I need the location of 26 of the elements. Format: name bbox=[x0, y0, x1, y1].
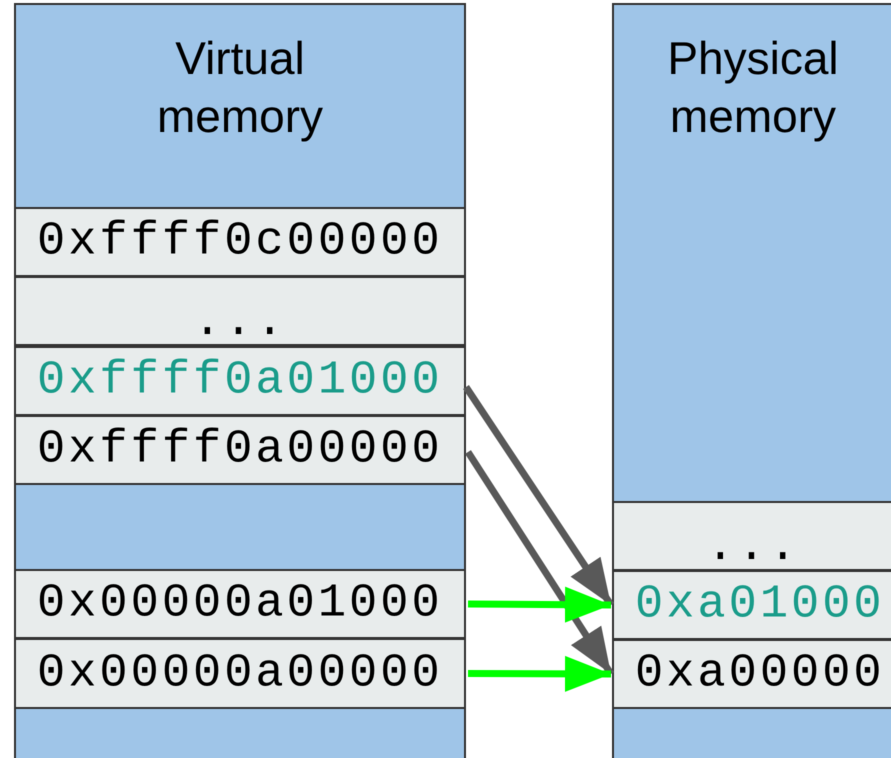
memory-row bbox=[14, 569, 466, 639]
arrow bbox=[468, 586, 612, 623]
column-heading: Physical memory bbox=[667, 31, 839, 144]
memory-row bbox=[612, 639, 891, 709]
memory-address: 0xffff0a00000 bbox=[37, 426, 443, 474]
memory-address: 0x00000a01000 bbox=[37, 580, 443, 628]
ellipsis: ... bbox=[192, 299, 288, 346]
memory-address: 0xffff0a01000 bbox=[37, 358, 443, 404]
memory-column bbox=[14, 3, 466, 758]
memory-row bbox=[612, 570, 891, 640]
ellipsis: ... bbox=[705, 524, 801, 571]
memory-address: 0xa00000 bbox=[635, 650, 885, 698]
column-heading: Virtual memory bbox=[156, 31, 324, 144]
memory-address: 0xa01000 bbox=[635, 582, 885, 628]
memory-row bbox=[14, 276, 466, 346]
memory-address: 0x00000a00000 bbox=[37, 650, 443, 697]
memory-row bbox=[612, 501, 891, 571]
memory-row bbox=[14, 415, 466, 485]
arrow bbox=[468, 656, 612, 692]
memory-row bbox=[14, 346, 466, 416]
arrow bbox=[463, 385, 614, 607]
memory-row bbox=[14, 638, 466, 709]
memory-address: 0xffff0c00000 bbox=[37, 218, 443, 266]
memory-column bbox=[612, 3, 891, 758]
memory-row bbox=[14, 207, 466, 277]
arrow bbox=[465, 450, 614, 676]
